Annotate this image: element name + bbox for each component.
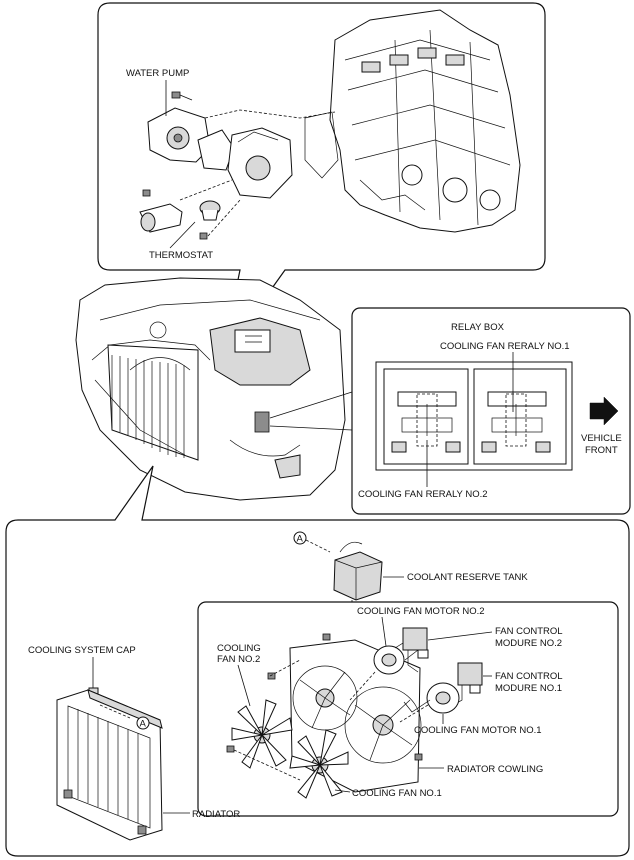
cooling-fan-relay-no2-label: COOLING FAN RERALY NO.2 <box>358 489 488 500</box>
vehicle-front-arrow-icon <box>589 396 619 426</box>
relay-box-label: RELAY BOX <box>451 322 505 333</box>
cooling-fan-motor-no1-part <box>403 682 460 714</box>
water-pump-bolt <box>171 91 193 101</box>
cooling-fan-no1-label: COOLING FAN NO.1 <box>352 788 442 799</box>
cooling-fan-motor-no1-label: COOLING FAN MOTOR NO.1 <box>414 725 542 736</box>
vehicle-front-label-line1: VEHICLE <box>581 433 622 444</box>
relay-box-on-vehicle <box>254 411 270 433</box>
engine-panel: WATER PUMP THERMOSTAT <box>97 2 546 359</box>
fan-control-module-no1-label-line2: MODURE NO.1 <box>495 683 562 694</box>
fan-control-module-no1-label-line1: FAN CONTROL <box>495 671 563 682</box>
fan-control-module-no2-part <box>402 627 429 673</box>
cooling-fan-no1-part <box>289 729 349 799</box>
water-pump-label: WATER PUMP <box>126 68 189 79</box>
cooling-fan-motor-no2-label: COOLING FAN MOTOR NO.2 <box>357 606 485 617</box>
thermostat-bolts <box>142 189 208 240</box>
thermostat-label: THERMOSTAT <box>149 250 213 261</box>
coolant-reserve-tank-part <box>333 541 383 601</box>
fan-control-module-no1-part <box>451 662 483 707</box>
water-pump-part <box>147 107 235 171</box>
callout-a-tank-icon <box>293 531 307 545</box>
cooling-system-cap-label: COOLING SYSTEM CAP <box>28 645 136 656</box>
housing-gasket <box>304 111 339 179</box>
cooling-fan-no2-label-line2: FAN NO.2 <box>217 654 260 665</box>
thermostat-housing <box>227 127 293 199</box>
radiator-label: RADIATOR <box>192 809 240 820</box>
cooling-fan-motor-no2-part <box>373 639 419 675</box>
cooling-fan-no2-part <box>231 699 293 769</box>
thermostat-part <box>199 200 221 221</box>
radiator-cowling-label: RADIATOR COWLING <box>447 764 543 775</box>
cooling-components-panel: A COOLANT RESERVE TANK RADIATOR COWLING <box>5 465 630 857</box>
fan-nut-icon <box>226 745 235 753</box>
cowling-bolt-icon <box>267 672 276 680</box>
vehicle-front-label-line2: FRONT <box>585 445 618 456</box>
relay-no1-slot <box>473 368 567 465</box>
thermostat-cover <box>139 203 183 233</box>
fan-control-module-no2-label-line2: MODURE NO.2 <box>495 638 562 649</box>
cowling-bolt-icon <box>414 753 423 761</box>
vehicle-front-view <box>75 277 353 501</box>
engine-block <box>329 9 521 233</box>
coolant-reserve-tank-label: COOLANT RESERVE TANK <box>407 572 528 583</box>
callout-a-tank-label: A <box>297 534 304 545</box>
callout-a-radiator-label: A <box>140 719 147 730</box>
cooling-fan-no2-label-line1: COOLING <box>217 643 261 654</box>
relay-box-panel: RELAY BOX COOLING FAN RERALY NO.1 COOLIN… <box>351 307 631 515</box>
fan-control-module-no2-label-line1: FAN CONTROL <box>495 626 563 637</box>
cooling-fan-relay-no1-label: COOLING FAN RERALY NO.1 <box>440 341 570 352</box>
callout-a-radiator-icon <box>136 716 150 730</box>
cowling-bolt-icon <box>322 633 331 641</box>
relay-no2-slot <box>383 368 469 465</box>
